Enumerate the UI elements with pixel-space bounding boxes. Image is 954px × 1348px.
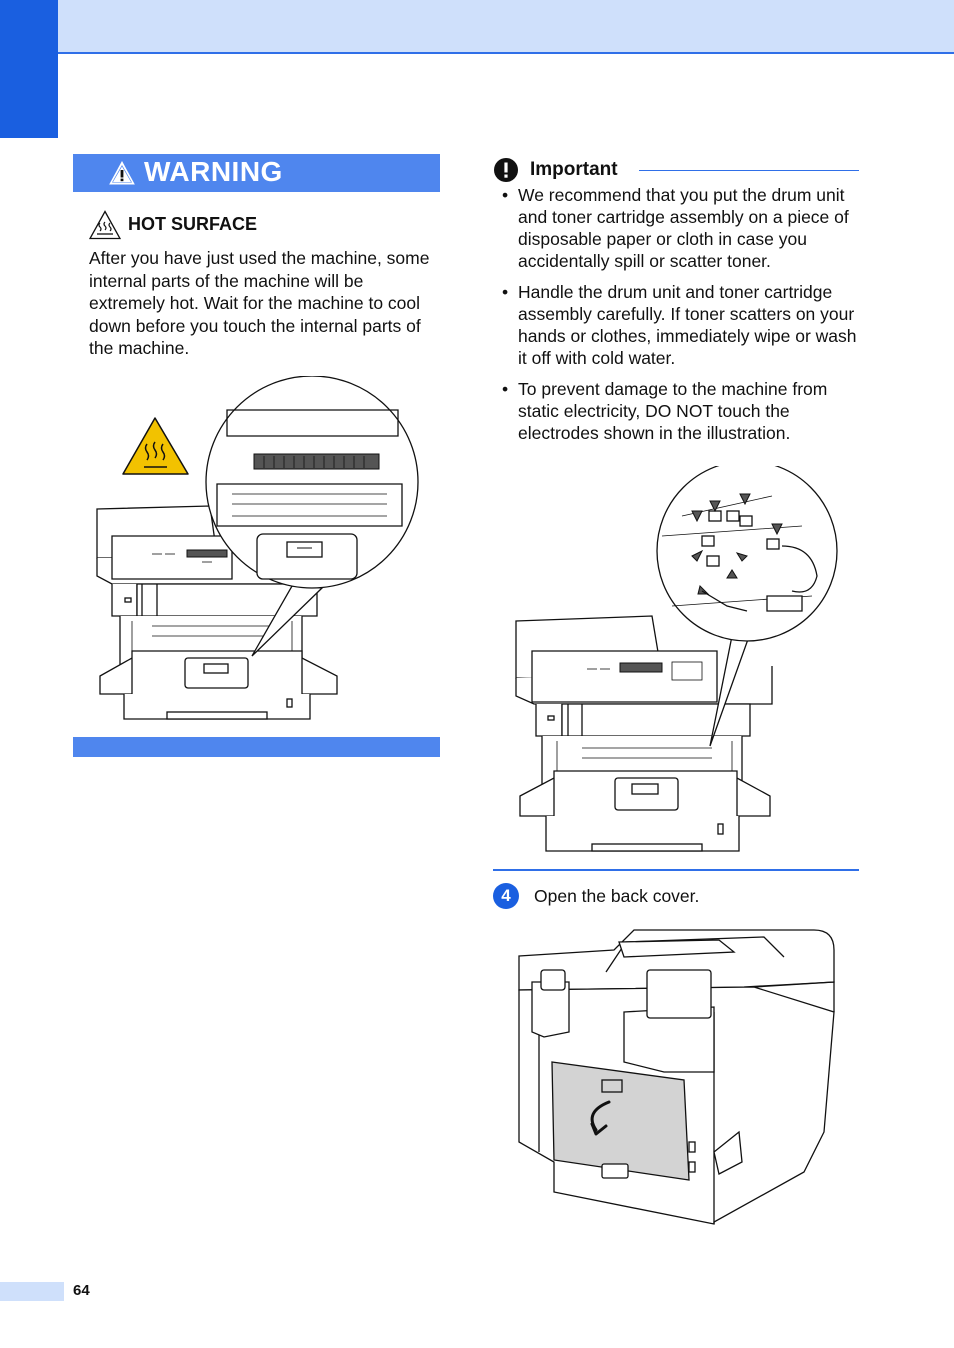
chapter-tab — [0, 0, 58, 138]
warning-title: WARNING — [144, 156, 283, 187]
back-cover-illustration — [518, 929, 835, 1225]
header-band — [0, 0, 954, 54]
warning-footer-band — [73, 737, 440, 757]
hot-surface-icon — [89, 210, 121, 240]
important-heading: Important — [493, 157, 859, 185]
warning-banner: WARNING — [73, 154, 440, 192]
section-separator — [493, 869, 859, 871]
page-number: 64 — [73, 1282, 90, 1299]
warning-triangle-icon — [109, 161, 135, 185]
list-item: •Handle the drum unit and toner cartridg… — [502, 282, 857, 368]
page-tab — [0, 1282, 64, 1301]
list-item: •We recommend that you put the drum unit… — [502, 185, 849, 271]
important-list: •We recommend that you put the drum unit… — [500, 184, 862, 453]
important-title: Important — [530, 159, 618, 180]
hot-surface-label: HOT SURFACE — [128, 214, 258, 234]
step-text: Open the back cover. — [534, 886, 700, 906]
list-item: •To prevent damage to the machine from s… — [502, 379, 828, 443]
warning-text: After you have just used the machine, so… — [89, 248, 430, 358]
hot-surface-label-icon — [122, 417, 189, 475]
hot-machine-illustration — [96, 376, 419, 720]
electrodes-illustration — [515, 466, 838, 852]
step-number-badge: 4 — [493, 883, 519, 909]
important-exclamation-icon — [494, 158, 518, 182]
important-rule — [639, 170, 859, 171]
